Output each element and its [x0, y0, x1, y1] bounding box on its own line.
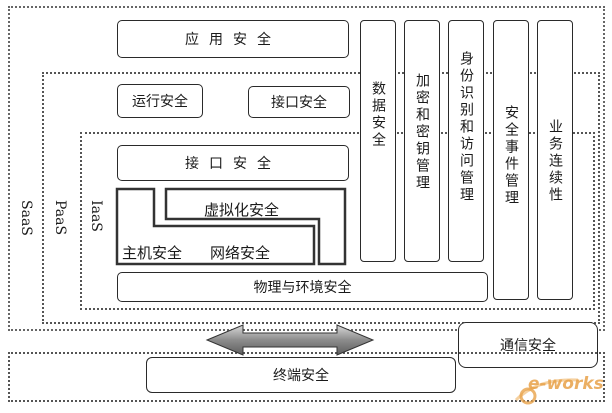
saas-label: SaaS [18, 200, 34, 236]
comm-security-box: 通信安全 [458, 322, 598, 368]
eworks-logo-icon [514, 378, 579, 405]
compute-stack-shape [115, 187, 347, 266]
saas-region [8, 6, 605, 331]
security-event-mgmt-column: 安全事件管理 [493, 20, 529, 300]
terminal-region [8, 352, 605, 402]
bidirectional-arrow-icon [205, 324, 375, 356]
virtualization-security-label: 虚拟化安全 [204, 201, 280, 219]
data-security-label: 数据安全 [370, 81, 386, 149]
app-security-box: 应用安全 [117, 20, 349, 58]
identity-access-mgmt-label: 身份识别和访问管理 [458, 51, 474, 204]
network-security-label: 网络安全 [210, 244, 271, 262]
host-security-label: 主机安全 [122, 244, 183, 262]
data-security-column: 数据安全 [360, 20, 396, 262]
business-continuity-label: 业务连续性 [547, 119, 563, 204]
terminal-security-box: 终端安全 [146, 357, 456, 393]
runtime-security-box: 运行安全 [117, 84, 203, 118]
virtualization-outline [164, 187, 347, 266]
identity-access-mgmt-column: 身份识别和访问管理 [448, 20, 484, 262]
paas-label: PaaS [52, 200, 68, 236]
interface-security-iaas-box: 接口安全 [117, 145, 349, 181]
iaas-label: IaaS [88, 200, 104, 232]
security-event-mgmt-label: 安全事件管理 [503, 105, 519, 207]
physical-env-security-box: 物理与环境安全 [117, 272, 488, 302]
host-network-outline [115, 187, 316, 266]
paas-region [42, 72, 600, 324]
encryption-key-mgmt-column: 加密和密钥管理 [404, 20, 440, 262]
eworks-watermark: e-works [528, 374, 604, 394]
iaas-region [80, 132, 595, 310]
interface-security-paas-box: 接口安全 [248, 86, 350, 118]
encryption-key-mgmt-label: 加密和密钥管理 [414, 73, 430, 192]
business-continuity-column: 业务连续性 [537, 20, 573, 300]
